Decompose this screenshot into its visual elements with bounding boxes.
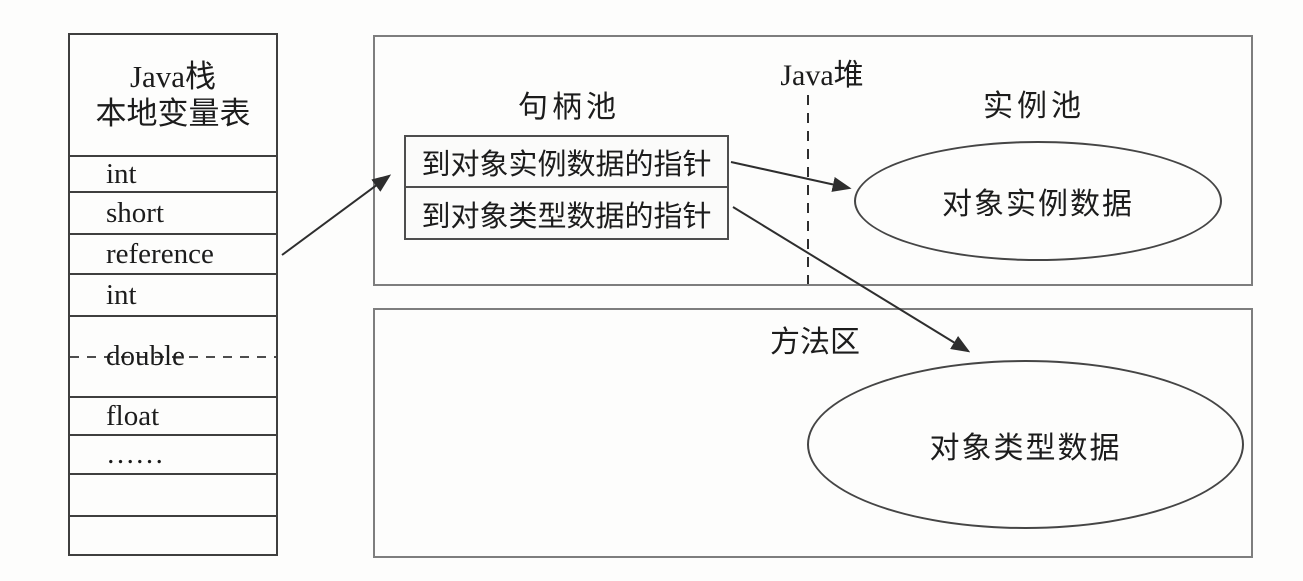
stack-slot-float: float — [70, 398, 276, 436]
handle-box: 到对象实例数据的指针 到对象类型数据的指针 — [404, 135, 729, 240]
java-heap-box: Java堆 句柄池 实例池 到对象实例数据的指针 到对象类型数据的指针 对象实例… — [373, 35, 1253, 286]
method-area-label: 方法区 — [770, 326, 860, 359]
object-instance-data-label: 对象实例数据 — [942, 188, 1134, 221]
handle-pool-label: 句柄池 — [518, 91, 620, 124]
slot-label: int — [106, 278, 137, 311]
double-slot-divider-dashed-line — [70, 355, 276, 358]
local-variable-table-title: 本地变量表 — [95, 96, 251, 131]
java-stack-table: Java栈 本地变量表 int short reference int doub… — [68, 33, 278, 556]
pointer-to-type-data-row: 到对象类型数据的指针 — [421, 201, 712, 233]
java-heap-label: Java堆 — [780, 59, 864, 92]
pointer-to-instance-data-row: 到对象实例数据的指针 — [406, 137, 727, 188]
stack-slot-short: short — [70, 193, 276, 235]
slot-label: …… — [106, 438, 164, 470]
stack-slot-ellipsis: …… — [70, 436, 276, 475]
slot-label: int — [106, 157, 137, 190]
stack-slot-empty-2 — [70, 517, 276, 554]
stack-slot-reference: reference — [70, 235, 276, 275]
method-area-box: 方法区 对象类型数据 — [373, 308, 1253, 558]
object-type-data-label: 对象类型数据 — [929, 431, 1122, 465]
slot-label: double — [106, 340, 185, 372]
stack-slot-double: double — [70, 317, 276, 398]
java-stack-title: Java栈 — [129, 58, 217, 94]
java-stack-header: Java栈 本地变量表 — [70, 35, 276, 157]
stack-slot-int-1: int — [70, 157, 276, 193]
slot-label: short — [106, 196, 164, 229]
instance-pool-label: 实例池 — [983, 90, 1085, 123]
stack-slot-empty-1 — [70, 475, 276, 517]
object-instance-data-ellipse: 对象实例数据 — [854, 141, 1222, 261]
object-type-data-ellipse: 对象类型数据 — [807, 360, 1244, 529]
slot-label: float — [106, 399, 160, 432]
slot-label: reference — [106, 237, 214, 270]
stack-slot-int-2: int — [70, 275, 276, 317]
